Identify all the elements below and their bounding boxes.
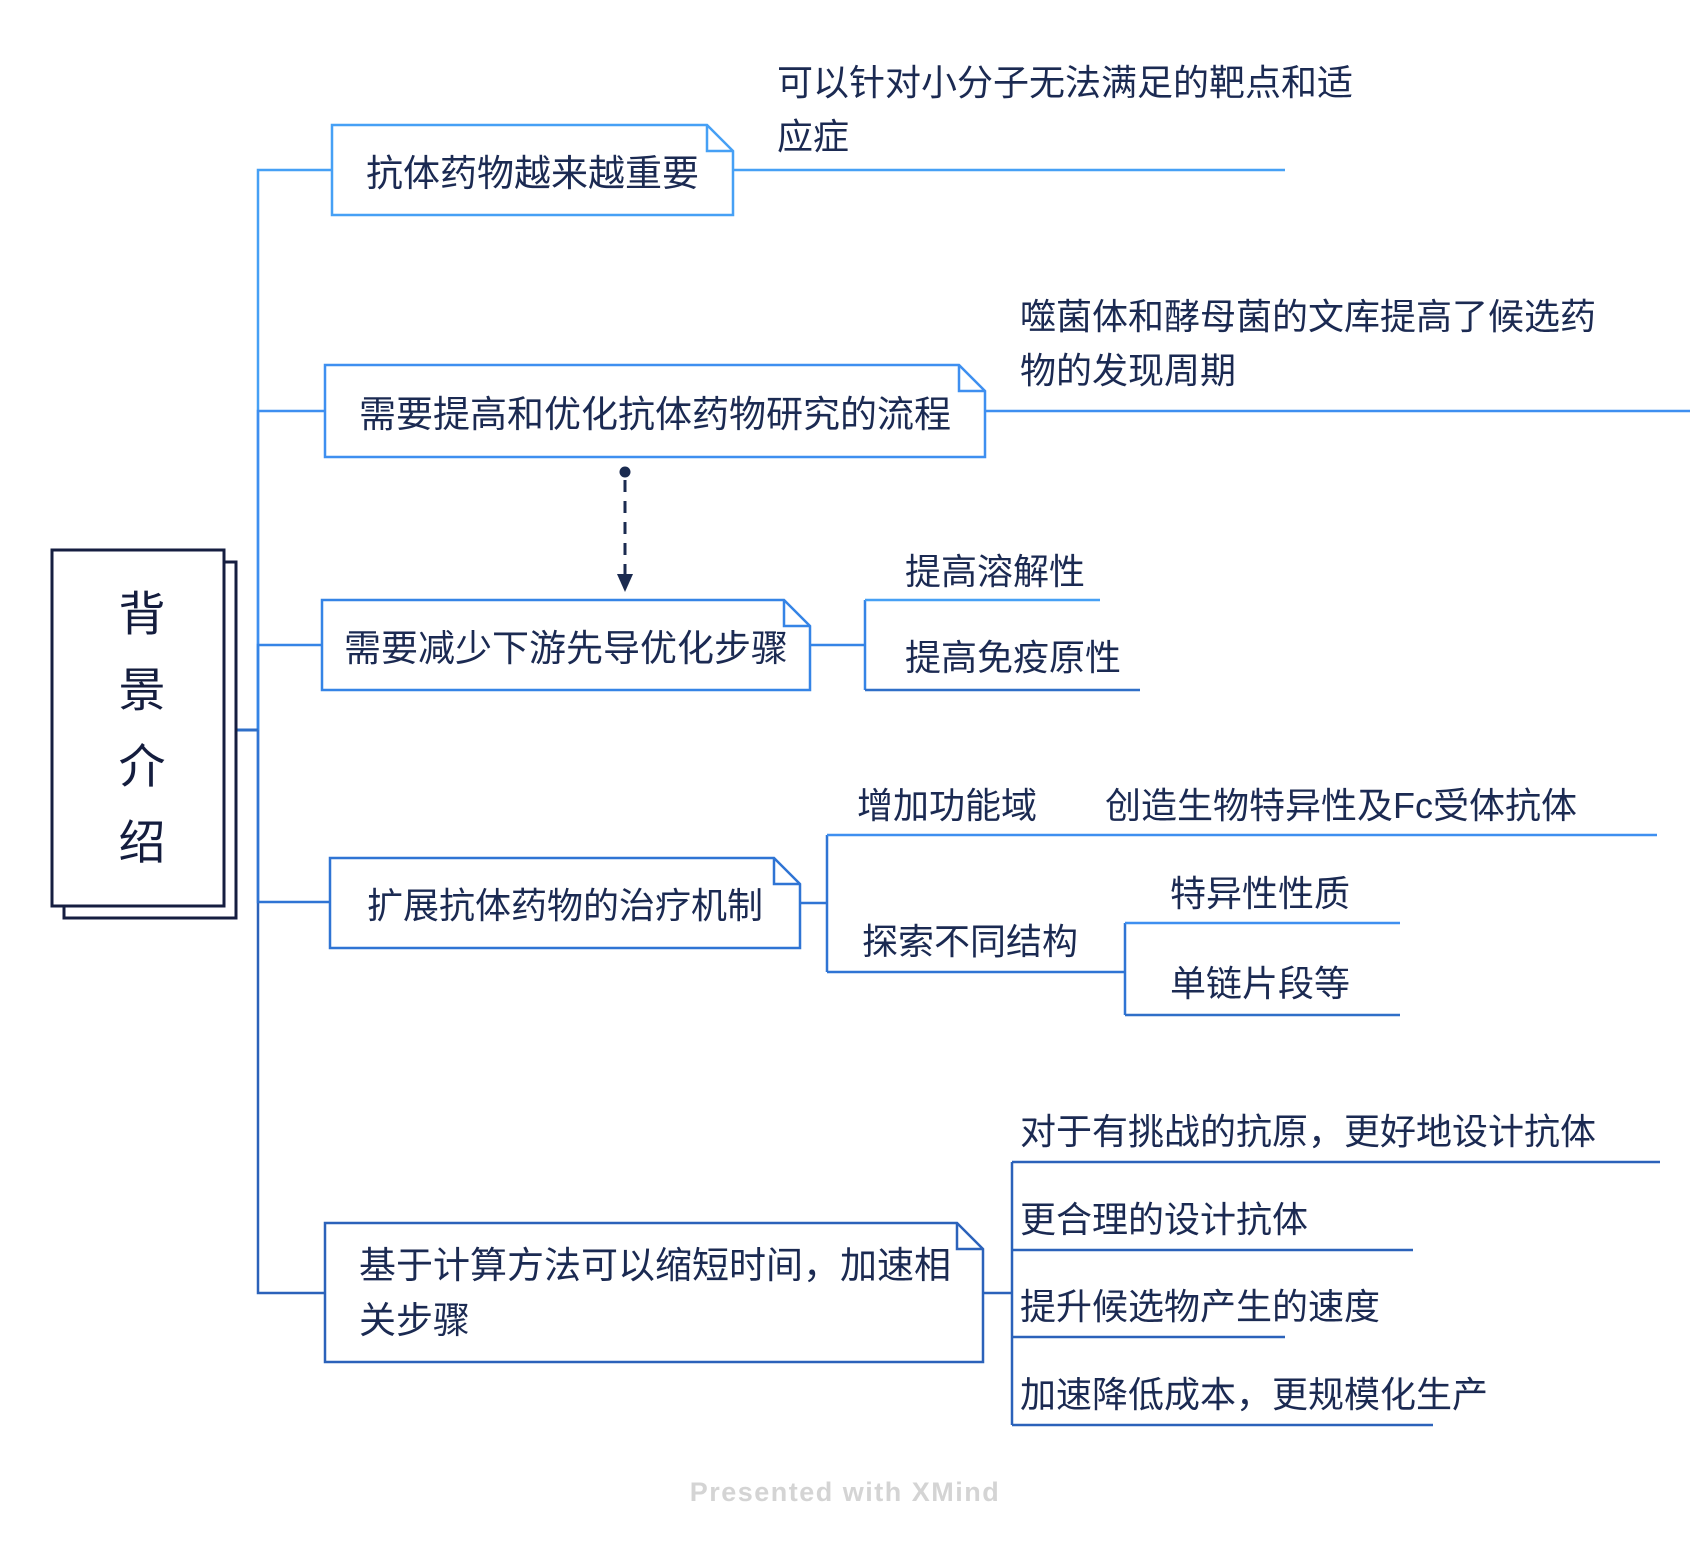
topic-branch-5-child-3[interactable]: 提升候选物产生的速度 — [1020, 1286, 1381, 1327]
topic-branch-3-child-1[interactable]: 提高溶解性 — [905, 551, 1086, 592]
folded-corner-2 — [957, 365, 985, 393]
relationship-arrow[interactable] — [617, 466, 633, 593]
topic-branch-2[interactable]: 需要提高和优化抗体药物研究的流程 — [359, 394, 951, 435]
topic-branch-1-child-1[interactable]: 可以针对小分子无法满足的靶点和适应症 — [777, 62, 1354, 157]
folded-corner-4 — [772, 858, 800, 886]
topic-box-2 — [323, 363, 987, 459]
topic-branch-5-child-2[interactable]: 更合理的设计抗体 — [1020, 1199, 1309, 1240]
topic-box-1 — [330, 123, 735, 217]
topic-branch-4-grandchild-1[interactable]: 创造生物特异性及Fc受体抗体 — [1105, 785, 1577, 826]
topic-box-4 — [328, 856, 802, 950]
connector-branch-4 — [256, 730, 330, 904]
topic-box-3 — [320, 598, 812, 692]
topic-branch-5[interactable]: 基于计算方法可以缩短时间，加速相关步骤 — [359, 1244, 951, 1341]
topic-box-5 — [323, 1221, 985, 1364]
relationship-arrowhead-icon — [617, 574, 633, 592]
topic-branch-3[interactable]: 需要减少下游先导优化步骤 — [344, 628, 788, 669]
topic-branch-3-child-2[interactable]: 提高免疫原性 — [905, 637, 1122, 678]
connector-branch-5 — [256, 730, 325, 1295]
topic-branch-5-child-4[interactable]: 加速降低成本，更规模化生产 — [1020, 1374, 1489, 1415]
topic-branch-4-child-2[interactable]: 探索不同结构 — [862, 921, 1079, 962]
topic-branch-1[interactable]: 抗体药物越来越重要 — [366, 153, 699, 194]
root-topic[interactable]: 背景介绍 — [52, 550, 224, 906]
root-topic-label: 背景介绍 — [111, 588, 165, 894]
folded-corner-3 — [782, 600, 810, 628]
topic-branch-5-child-1[interactable]: 对于有挑战的抗原，更好地设计抗体 — [1020, 1111, 1597, 1152]
root-topic-box — [50, 548, 226, 908]
topic-branch-4-grandchild-3[interactable]: 单链片段等 — [1170, 963, 1351, 1004]
connector-branch-2 — [256, 409, 325, 730]
relationship-arrow-start-dot — [619, 466, 631, 478]
topic-branch-4-grandchild-2[interactable]: 特异性性质 — [1170, 873, 1351, 914]
folded-corner-1 — [705, 125, 733, 153]
xmind-watermark: Presented with XMind — [689, 1477, 1001, 1507]
connector-branch-3 — [256, 643, 322, 730]
topic-branch-4[interactable]: 扩展抗体药物的治疗机制 — [366, 885, 763, 926]
topic-branch-2-child-1[interactable]: 噬菌体和酵母菌的文库提高了候选药物的发现周期 — [1020, 296, 1597, 391]
folded-corner-5 — [955, 1223, 983, 1251]
topic-branch-4-child-1[interactable]: 增加功能域 — [857, 785, 1038, 826]
